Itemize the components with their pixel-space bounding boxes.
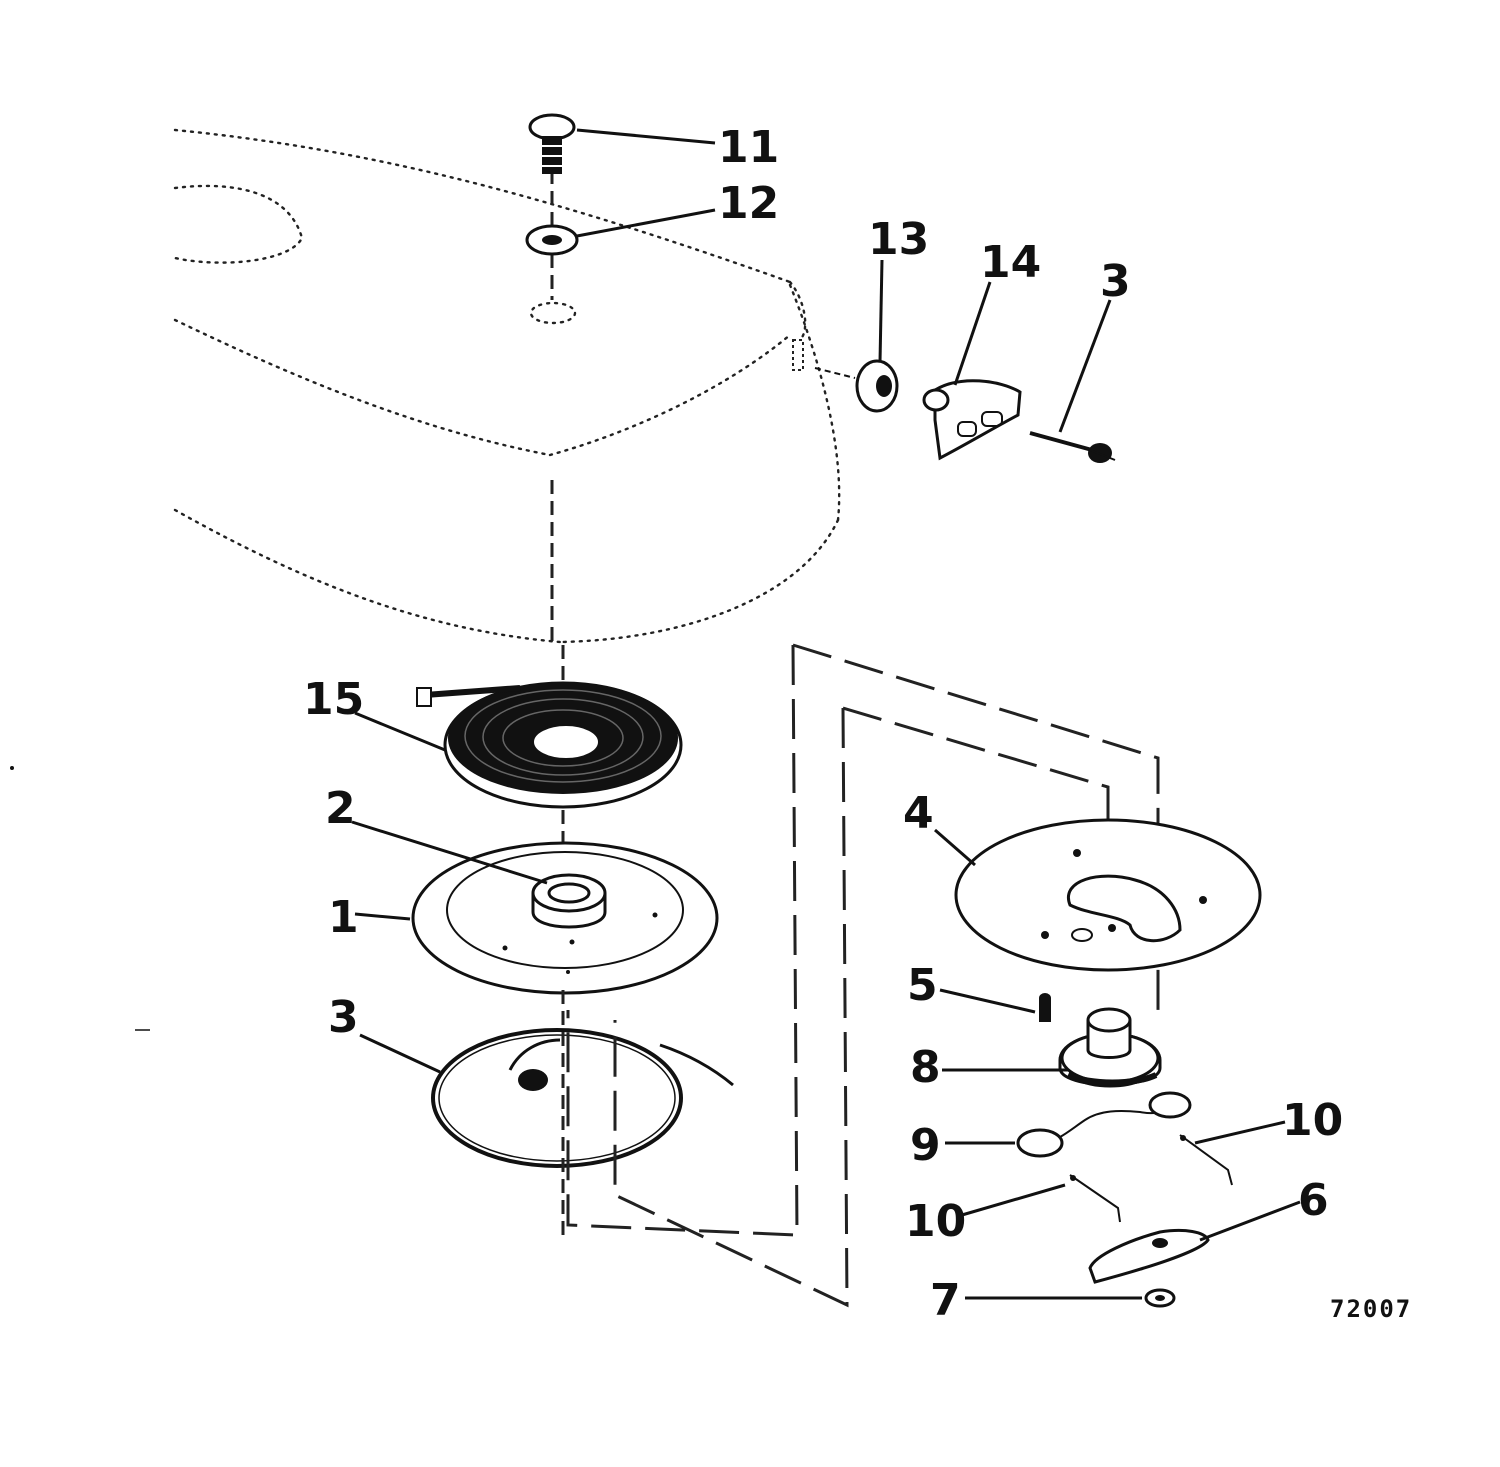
spring-10-left — [1069, 1174, 1121, 1223]
callout-labels: 11 12 13 14 3 15 2 1 3 4 5 8 9 10 10 6 7 — [303, 122, 1343, 1326]
spring-10-right — [1179, 1134, 1233, 1186]
retainer-7 — [1144, 1288, 1176, 1308]
callout-3-top: 3 — [1100, 256, 1131, 307]
screw-5 — [1039, 993, 1051, 1022]
pawl-6 — [1088, 1228, 1210, 1284]
rewind-spring-15 — [416, 681, 683, 809]
callout-11: 11 — [718, 122, 779, 173]
callout-1: 1 — [328, 892, 359, 943]
washer-12 — [525, 224, 579, 256]
callout-12: 12 — [718, 178, 779, 229]
callout-4: 4 — [903, 788, 934, 839]
screw-11 — [528, 113, 576, 174]
hub-8 — [1058, 1007, 1162, 1088]
callout-6: 6 — [1298, 1175, 1329, 1226]
callout-13: 13 — [868, 214, 929, 265]
grommet-13 — [792, 339, 899, 413]
scan-speck — [10, 766, 14, 770]
explosion-frame-inner-bottom — [613, 707, 849, 1308]
callout-8: 8 — [910, 1042, 941, 1093]
callout-10-right: 10 — [1282, 1095, 1343, 1146]
bushing-2 — [531, 873, 607, 929]
cowl-outline — [173, 128, 841, 644]
callout-7: 7 — [930, 1275, 961, 1326]
cowl-hole — [529, 301, 577, 325]
rope-end-3-top — [1029, 431, 1116, 463]
callout-5: 5 — [907, 960, 938, 1011]
callout-3-bottom: 3 — [328, 992, 359, 1043]
callout-15: 15 — [303, 674, 364, 725]
callout-9: 9 — [910, 1120, 941, 1171]
callout-2: 2 — [325, 783, 356, 834]
callout-14: 14 — [980, 237, 1041, 288]
leader-lines — [351, 128, 1301, 1300]
pawl-plate-4 — [954, 818, 1262, 972]
callout-10-left: 10 — [905, 1196, 966, 1247]
explosion-frame-outer-bottom — [566, 644, 799, 1237]
pawl-spring-9 — [1016, 1091, 1192, 1158]
handle-14 — [922, 379, 1022, 461]
figure-number: 72007 — [1330, 1295, 1412, 1323]
rope-3-coil — [431, 1028, 734, 1168]
